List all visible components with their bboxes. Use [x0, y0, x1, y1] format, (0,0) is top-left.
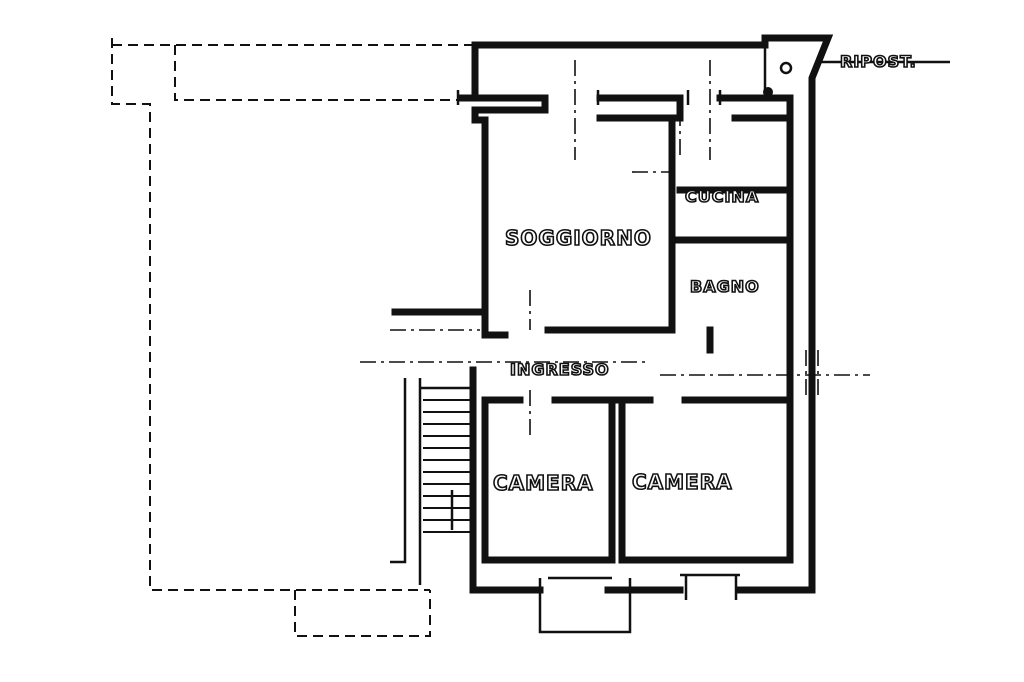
- label-camera-right: CAMERA: [632, 470, 733, 494]
- label-ingresso: INGRESSO: [510, 360, 610, 379]
- ripostiglio-outline: [471, 34, 950, 97]
- label-ripost: RIPOST.: [840, 52, 917, 71]
- window-details: [456, 90, 740, 634]
- label-cucina: CUCINA: [685, 187, 759, 206]
- axis-lines: [360, 60, 870, 440]
- interior-walls: [481, 106, 794, 564]
- staircase: [390, 378, 472, 585]
- adjacent-dashed-outline: [111, 38, 475, 637]
- label-soggiorno: SOGGIORNO: [505, 226, 652, 250]
- label-camera-left: CAMERA: [493, 471, 594, 495]
- exterior-walls: [391, 88, 816, 594]
- label-bagno: BAGNO: [690, 277, 760, 296]
